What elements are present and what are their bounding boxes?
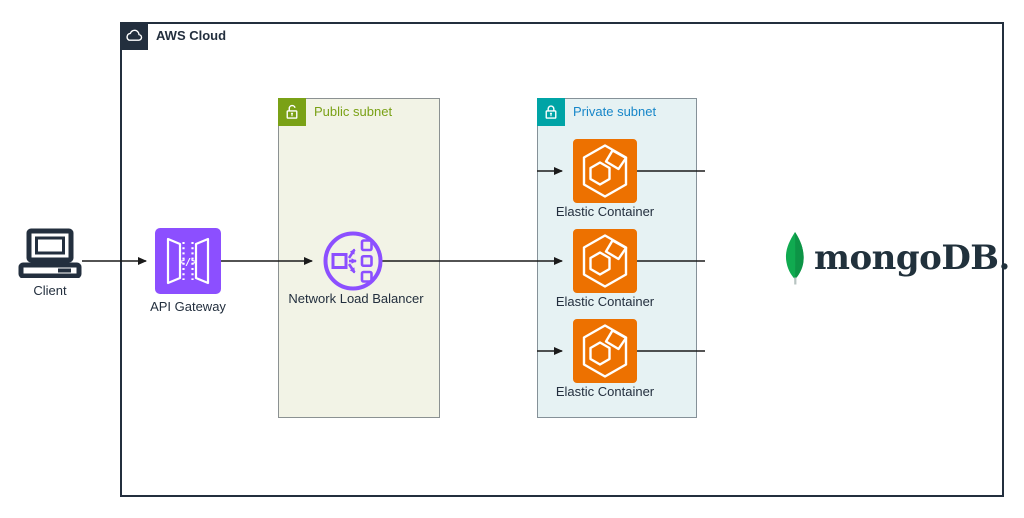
aws-cloud-group: AWS Cloud xyxy=(120,22,1004,497)
api-gateway-icon: </> xyxy=(155,228,221,294)
aws-cloud-label: AWS Cloud xyxy=(156,28,227,43)
lock-open-icon xyxy=(278,98,306,126)
elastic-container-icon xyxy=(573,139,637,203)
client-label: Client xyxy=(33,283,67,298)
elastic-container-label: Elastic Container xyxy=(555,204,655,219)
mongodb-label: mongoDB. xyxy=(814,238,1010,278)
public-subnet-label: Public subnet xyxy=(314,104,393,119)
elastic-container-label: Elastic Container xyxy=(555,384,655,399)
aws-cloud-icon xyxy=(120,22,148,50)
network-load-balancer-icon xyxy=(323,231,383,291)
svg-text:</>: </> xyxy=(179,257,197,268)
api-gateway-label: API Gateway xyxy=(150,299,226,314)
mongodb-leaf-icon xyxy=(785,232,804,285)
load-balancer-label: Network Load Balancer xyxy=(288,291,424,306)
elastic-container-icon xyxy=(573,229,637,293)
elastic-container-label: Elastic Container xyxy=(555,294,655,309)
client-desktop-icon xyxy=(18,228,82,278)
mongodb-logo: mongoDB. xyxy=(782,230,1010,286)
public-subnet-group: Public subnet xyxy=(278,98,440,418)
lock-closed-icon xyxy=(537,98,565,126)
private-subnet-label: Private subnet xyxy=(573,104,657,119)
elastic-container-icon xyxy=(573,319,637,383)
